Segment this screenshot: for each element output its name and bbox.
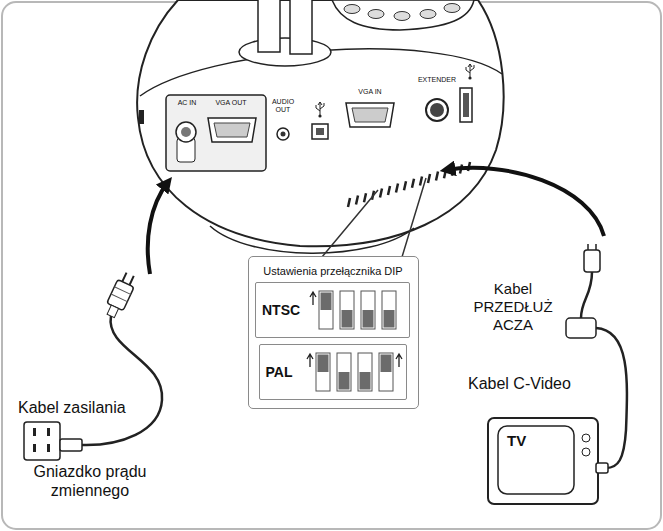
tv-knob xyxy=(582,434,590,442)
tv-label: TV xyxy=(507,432,547,450)
panel-button xyxy=(368,10,384,19)
tv-knob xyxy=(582,448,590,456)
usb-symbol-dot xyxy=(318,114,321,117)
switch-knob xyxy=(359,372,370,390)
switch-knob xyxy=(380,355,391,373)
usb-symbol xyxy=(316,102,324,118)
switch-slot xyxy=(379,353,393,391)
tv-screen xyxy=(498,426,574,494)
extender-port-core xyxy=(430,103,444,117)
dip-mode-box: PAL xyxy=(259,344,407,400)
cable-label: Kabel C-Video xyxy=(468,374,598,393)
vga-out-port xyxy=(208,118,256,142)
port-label: AUDIO OUT xyxy=(268,98,298,114)
outlet-label: Gniazdko prądu zmiennego xyxy=(26,462,154,500)
switch-slot xyxy=(382,291,396,329)
dip-switches xyxy=(306,347,404,397)
up-arrow xyxy=(310,292,316,305)
mini-din-pins xyxy=(588,244,596,250)
usb-a-port xyxy=(460,88,472,122)
switch-slot xyxy=(319,291,333,329)
tv-body xyxy=(488,418,598,504)
port-recess xyxy=(166,95,266,171)
usb-b-port xyxy=(312,124,328,139)
switch-slot xyxy=(316,353,330,391)
port-label: VGA OUT xyxy=(206,99,256,107)
arm-base xyxy=(239,38,331,66)
usb-b-core xyxy=(316,128,324,135)
switch-knob xyxy=(342,310,353,328)
usb-symbol-dot xyxy=(468,76,471,79)
connect-arrow xyxy=(148,182,168,274)
c-video-cable xyxy=(596,328,627,468)
up-arrow xyxy=(396,354,402,367)
dip-mode-box: NTSC xyxy=(255,282,410,338)
power-plug xyxy=(103,270,139,319)
leader-line xyxy=(322,178,426,257)
device-base-lip xyxy=(210,226,414,253)
arm-column xyxy=(290,0,312,54)
rca-plug xyxy=(596,463,608,473)
panel-button xyxy=(444,4,460,13)
switch-knob xyxy=(317,355,328,373)
switch-slot xyxy=(361,291,375,329)
switch-knob xyxy=(363,310,374,328)
panel-button xyxy=(344,5,360,14)
outlet-slot xyxy=(33,428,36,436)
connect-arrow xyxy=(446,168,604,236)
port-label: VGA IN xyxy=(344,88,396,96)
port-label: EXTENDER xyxy=(411,76,463,84)
usb-symbol-lines xyxy=(466,64,474,77)
extender-port xyxy=(426,99,448,121)
control-panel xyxy=(332,0,474,30)
ac-socket xyxy=(176,122,196,142)
plug-strain-relief xyxy=(107,305,118,317)
vga-in-port xyxy=(346,103,394,127)
cable-label: Kabel zasilania xyxy=(18,398,156,417)
outlet-slot xyxy=(33,444,36,452)
device-body xyxy=(137,0,503,246)
vga-out-pins xyxy=(214,123,250,137)
power-cord xyxy=(82,316,162,445)
mode-label: PAL xyxy=(266,364,293,381)
panel-title: Ustawienia przełącznika DIP xyxy=(263,265,402,278)
dip-switches xyxy=(309,285,407,335)
wall-outlet xyxy=(24,422,60,460)
mini-din-plug xyxy=(584,250,600,272)
outlet-slot xyxy=(47,428,50,436)
port-label: AC IN xyxy=(170,99,204,107)
dip-settings-box: NTSC PAL Ustawienia przełącznika DIP xyxy=(248,256,419,409)
audio-jack xyxy=(277,128,289,140)
vga-in-pins xyxy=(352,108,388,122)
extender-cable xyxy=(581,272,592,318)
arm-column xyxy=(258,0,280,52)
switch-knob xyxy=(338,372,349,390)
usb-symbol xyxy=(466,64,474,80)
usb-symbol-lines xyxy=(316,102,324,115)
usb-a-core xyxy=(463,93,469,117)
outlet-slot xyxy=(47,444,50,452)
switch-knob xyxy=(321,293,332,311)
ac-socket-core xyxy=(181,127,191,137)
switch-slot xyxy=(337,353,351,391)
cable-label: Kabel PRZEDŁUŻ ACZA xyxy=(468,280,558,334)
side-slot xyxy=(139,110,144,124)
plug-ribs xyxy=(111,287,131,302)
panel-button xyxy=(420,10,436,19)
switch-knob xyxy=(384,310,395,328)
cable-splitter xyxy=(566,318,596,338)
audio-jack-core xyxy=(281,132,286,137)
switch-slot xyxy=(340,291,354,329)
mode-label: NTSC xyxy=(262,302,300,319)
outlet-plug xyxy=(60,439,82,451)
up-arrow xyxy=(307,354,313,367)
switch-slot xyxy=(358,353,372,391)
panel-button xyxy=(394,12,410,21)
